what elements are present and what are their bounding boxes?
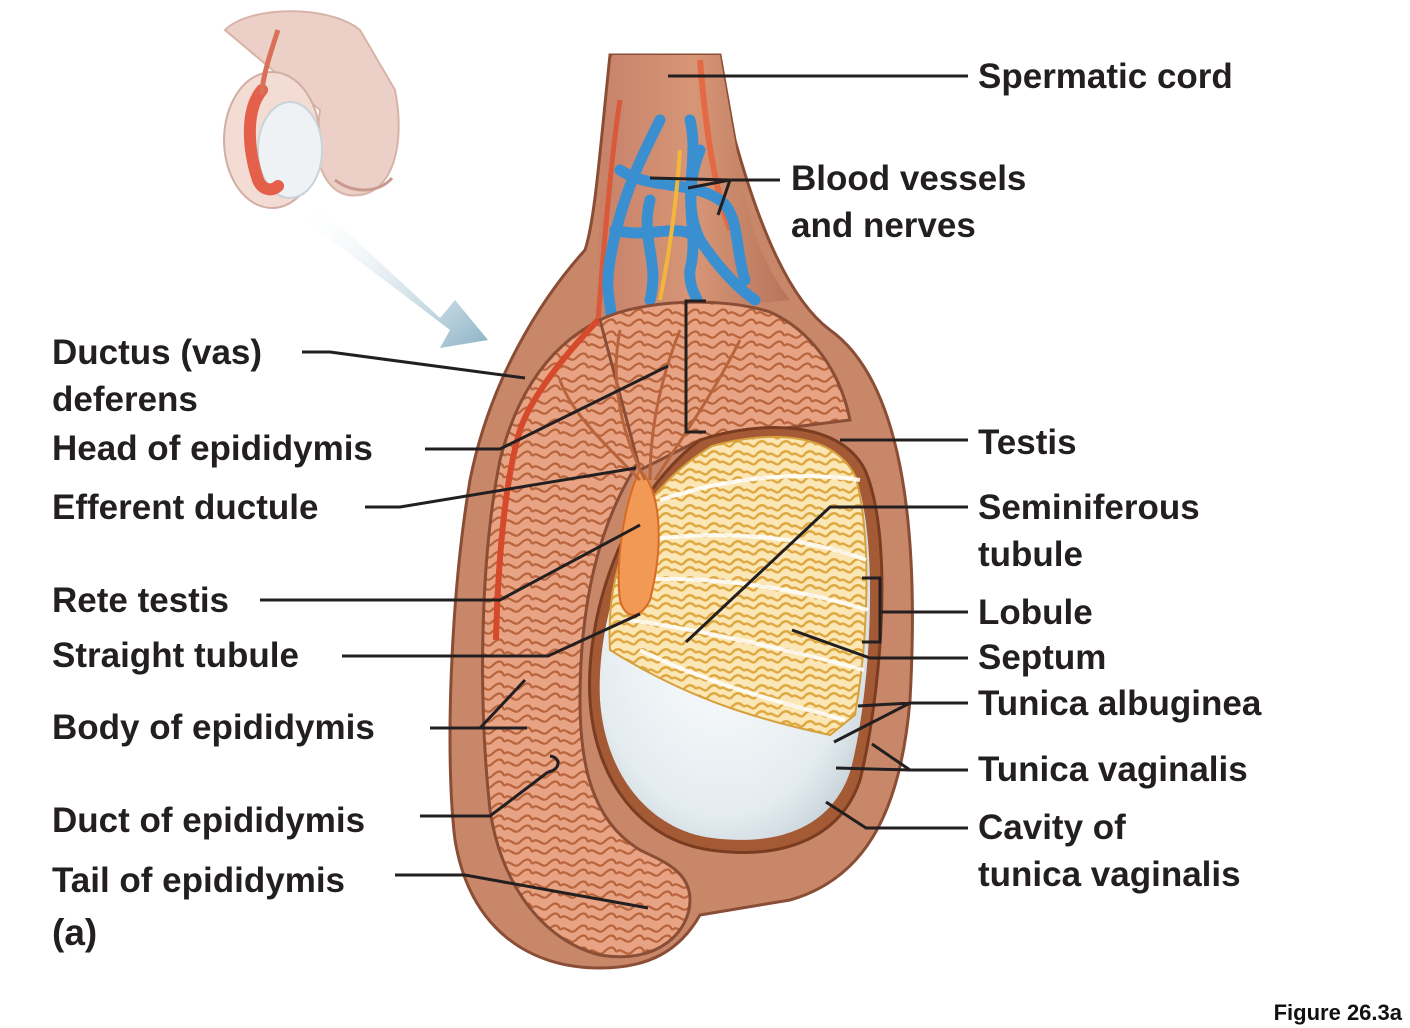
label-seminiferous-line2: tubule (978, 535, 1083, 574)
label-septum: Septum (978, 638, 1107, 677)
leader-vaginalis (835, 742, 968, 772)
label-tunica-albuginea: Tunica albuginea (978, 684, 1262, 723)
blood-vessel-network (602, 114, 761, 326)
zoom-arrow (305, 205, 488, 348)
bracket-lobule (862, 576, 968, 644)
label-head-of-epididymis: Head of epididymis (52, 429, 373, 468)
label-lobule: Lobule (978, 593, 1093, 632)
label-blood-vessels-line2: and nerves (791, 206, 976, 245)
leader-efferent (365, 466, 637, 509)
leader-albuginea (833, 701, 968, 744)
label-seminiferous-line1: Seminiferous (978, 488, 1200, 527)
leader-septum (791, 628, 968, 660)
label-duct-of-epididymis: Duct of epididymis (52, 801, 366, 840)
septa (629, 474, 869, 722)
bracket-head (684, 299, 706, 434)
label-rete-testis: Rete testis (52, 581, 230, 620)
leader-tail (395, 873, 649, 910)
label-tail-of-epididymis: Tail of epididymis (52, 861, 346, 900)
label-efferent-ductule: Efferent ductule (52, 488, 319, 527)
label-body-of-epididymis: Body of epididymis (52, 708, 375, 747)
inset-thumbnail (223, 10, 400, 209)
label-tunica-vaginalis: Tunica vaginalis (978, 750, 1248, 789)
leader-head (425, 364, 669, 451)
label-straight-tubule: Straight tubule (52, 636, 299, 675)
leader-rete (260, 523, 641, 602)
label-cavity-line2: tunica vaginalis (978, 855, 1241, 894)
leader-body (430, 678, 527, 730)
label-ductus-line1: Ductus (vas) (52, 333, 263, 372)
label-ductus-line2: deferens (52, 380, 198, 419)
leader-blood-vessels (649, 176, 780, 216)
label-cavity-line1: Cavity of (978, 808, 1126, 847)
panel-label: (a) (52, 912, 98, 953)
leader-seminiferous (684, 505, 968, 644)
leader-straight (342, 612, 641, 658)
leader-ductus (302, 350, 526, 380)
leader-lines (260, 74, 968, 910)
figure-caption: Figure 26.3a (1273, 1000, 1402, 1025)
leader-duct (420, 754, 560, 818)
efferent-ducts (558, 329, 742, 482)
leader-cavity (825, 800, 968, 830)
label-testis: Testis (978, 423, 1077, 462)
label-blood-vessels-line1: Blood vessels (791, 159, 1027, 198)
label-spermatic-cord: Spermatic cord (978, 57, 1233, 96)
